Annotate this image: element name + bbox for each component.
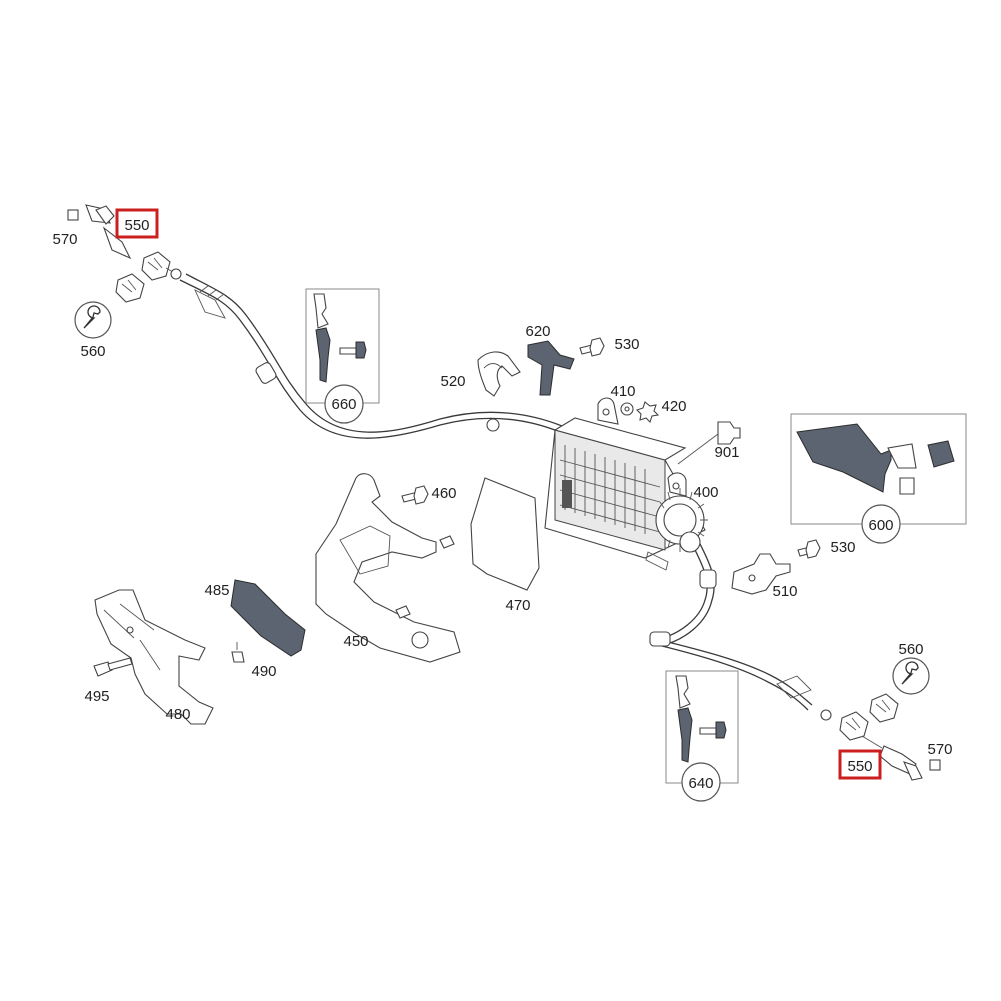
label-470: 470 xyxy=(505,597,530,614)
label-400: 400 xyxy=(693,484,718,501)
label-901: 901 xyxy=(714,444,739,461)
nut-top xyxy=(141,251,171,281)
bolt-490 xyxy=(231,642,245,663)
bracket-510 xyxy=(731,553,791,595)
label-480: 480 xyxy=(165,706,190,723)
label-460: 460 xyxy=(431,485,456,502)
cable-assembly xyxy=(179,273,832,721)
label-600: 600 xyxy=(868,517,893,534)
label-530-top: 530 xyxy=(614,336,639,353)
label-620: 620 xyxy=(525,323,550,340)
label-570-top: 570 xyxy=(52,231,77,248)
detail-box-660 xyxy=(305,288,380,424)
label-550-top: 550 xyxy=(124,217,149,234)
bracket-620 xyxy=(527,340,575,396)
wrench-icon xyxy=(892,657,930,695)
bracket-450 xyxy=(315,473,461,663)
cable-end-bottom-right xyxy=(839,693,941,781)
highlight-box-550-top xyxy=(115,208,159,239)
highlight-box-550-bottom xyxy=(838,749,882,780)
bolt-495 xyxy=(93,657,133,677)
label-520: 520 xyxy=(440,373,465,390)
bracket-480 xyxy=(94,589,214,725)
label-495: 495 xyxy=(84,688,109,705)
label-570-bottom: 570 xyxy=(927,741,952,758)
label-550-bottom: 550 xyxy=(847,758,872,775)
label-640: 640 xyxy=(688,775,713,792)
bracket-520 xyxy=(477,351,521,397)
cable-end-top-left xyxy=(67,204,182,303)
label-410: 410 xyxy=(610,383,635,400)
bolt-460 xyxy=(401,485,429,505)
label-530-right: 530 xyxy=(830,539,855,556)
label-560-bottom: 560 xyxy=(898,641,923,658)
label-420: 420 xyxy=(661,398,686,415)
label-510: 510 xyxy=(772,583,797,600)
bolt-530-right xyxy=(797,539,821,559)
washers-410-420 xyxy=(620,401,660,424)
plate-485 xyxy=(230,579,306,657)
label-485: 485 xyxy=(204,582,229,599)
plate-470 xyxy=(470,477,540,591)
label-660: 660 xyxy=(331,396,356,413)
actuator-400 xyxy=(544,397,708,571)
plug-901 xyxy=(677,421,741,465)
label-560-top: 560 xyxy=(80,343,105,360)
clip-570-top xyxy=(67,209,79,221)
bolt-530-top xyxy=(579,337,605,357)
label-490: 490 xyxy=(251,663,276,680)
detail-box-600 xyxy=(790,413,967,544)
wrench-icon xyxy=(74,301,112,339)
detail-box-640 xyxy=(665,670,739,802)
label-450: 450 xyxy=(343,633,368,650)
